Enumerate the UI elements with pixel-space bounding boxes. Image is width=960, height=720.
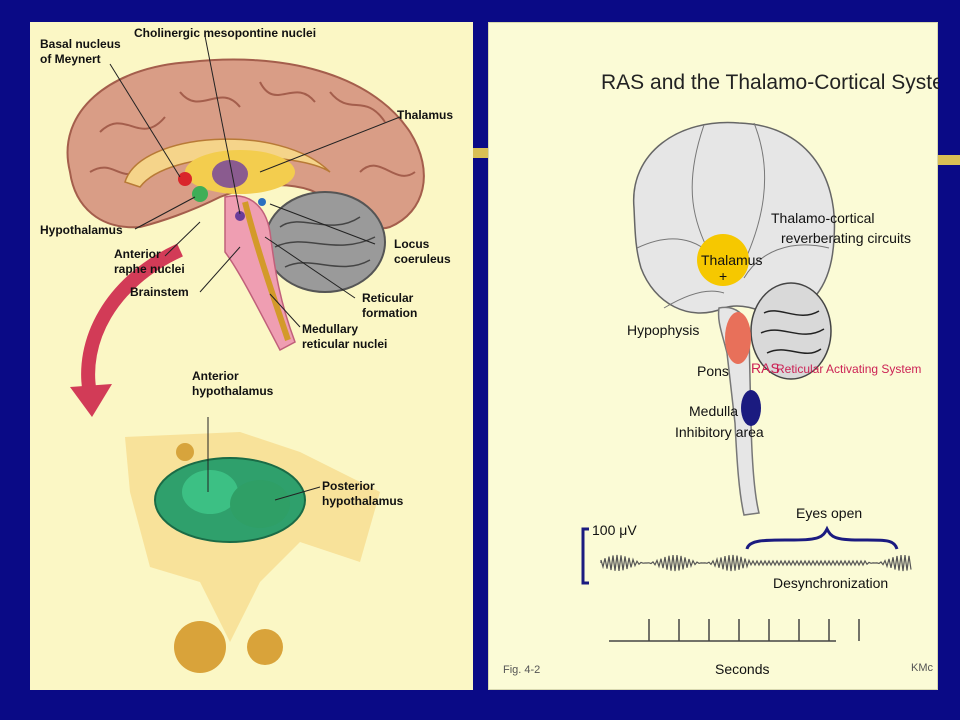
zoom-arrow xyxy=(81,243,183,396)
ras-diagram-panel: RAS and the Thalamo-Cortical System Thal… xyxy=(488,22,939,690)
label-ras: RAS xyxy=(751,360,780,376)
label-anterior-raphe: Anterior xyxy=(114,247,161,261)
label-ras-desc: Reticular Activating System xyxy=(776,362,921,376)
decor-stripe-right xyxy=(938,155,960,165)
label-thalamus: Thalamus xyxy=(397,108,453,122)
figure-caption: Fig. 4-2 xyxy=(503,664,540,676)
label-seconds: Seconds xyxy=(715,661,769,677)
label-anterior-raphe-2: raphe nuclei xyxy=(114,262,185,276)
label-anterior-hypothalamus: Anterior xyxy=(192,369,239,383)
label-brainstem: Brainstem xyxy=(130,285,189,299)
ras-oval xyxy=(725,312,751,364)
label-medulla: Medulla xyxy=(689,403,738,419)
credit: KMc xyxy=(911,662,934,674)
label-medullary: Medullary xyxy=(302,322,358,336)
label-posterior-hypothalamus: Posterior xyxy=(322,479,375,493)
label-posterior-hypothalamus-2: hypothalamus xyxy=(322,494,404,508)
label-medullary-2: reticular nuclei xyxy=(302,337,387,351)
brain-anatomy-illustration: Basal nucleus of Meynert Cholinergic mes… xyxy=(40,26,453,673)
thalamus-circle xyxy=(697,234,749,286)
ras-cerebellum xyxy=(750,282,832,380)
eyes-open-brace xyxy=(745,525,899,550)
label-pons: Pons xyxy=(697,363,729,379)
label-cholinergic: Cholinergic mesopontine nuclei xyxy=(134,26,316,40)
thalamus-plus: + xyxy=(719,268,727,284)
label-reverberating: reverberating circuits xyxy=(781,230,911,246)
label-hypophysis: Hypophysis xyxy=(627,322,699,338)
brain-anatomy-panel: Basal nucleus of Meynert Cholinergic mes… xyxy=(30,22,473,690)
cerebellum xyxy=(264,191,386,293)
ras-title: RAS and the Thalamo-Cortical System xyxy=(601,71,939,94)
time-ticks xyxy=(648,619,860,641)
label-desync: Desynchronization xyxy=(773,575,888,591)
inhibitory-oval xyxy=(741,390,761,426)
label-scale: 100 μV xyxy=(592,522,637,538)
mammillary-top xyxy=(176,443,194,461)
label-hypothalamus: Hypothalamus xyxy=(40,223,123,237)
scale-bar xyxy=(581,527,589,585)
label-locus: Locus xyxy=(394,237,430,251)
label-eyes-open: Eyes open xyxy=(796,505,862,521)
label-inhibitory: Inhibitory area xyxy=(675,424,764,440)
label-reticular: Reticular xyxy=(362,291,414,305)
ras-diagram: RAS and the Thalamo-Cortical System Thal… xyxy=(503,71,939,677)
hypothalamus-dot xyxy=(192,186,208,202)
decor-stripe-left xyxy=(473,148,488,158)
corpus-callosum xyxy=(124,138,331,188)
reticular-formation xyxy=(242,201,291,341)
mammillary-bottom xyxy=(174,621,226,673)
basal-nucleus-dot xyxy=(178,172,192,186)
label-basal-nucleus-2: of Meynert xyxy=(40,52,101,66)
label-basal-nucleus: Basal nucleus xyxy=(40,37,121,51)
label-thalamo-cortical: Thalamo-cortical xyxy=(771,210,874,226)
thalamus-dark xyxy=(212,160,248,188)
mesopontine-dot xyxy=(235,211,245,221)
label-thalamus-right: Thalamus xyxy=(701,252,762,268)
eeg-trace xyxy=(600,554,912,572)
locus-dot xyxy=(258,198,266,206)
label-reticular-2: formation xyxy=(362,306,417,320)
label-anterior-hypothalamus-2: hypothalamus xyxy=(192,384,274,398)
label-locus-2: coeruleus xyxy=(394,252,451,266)
